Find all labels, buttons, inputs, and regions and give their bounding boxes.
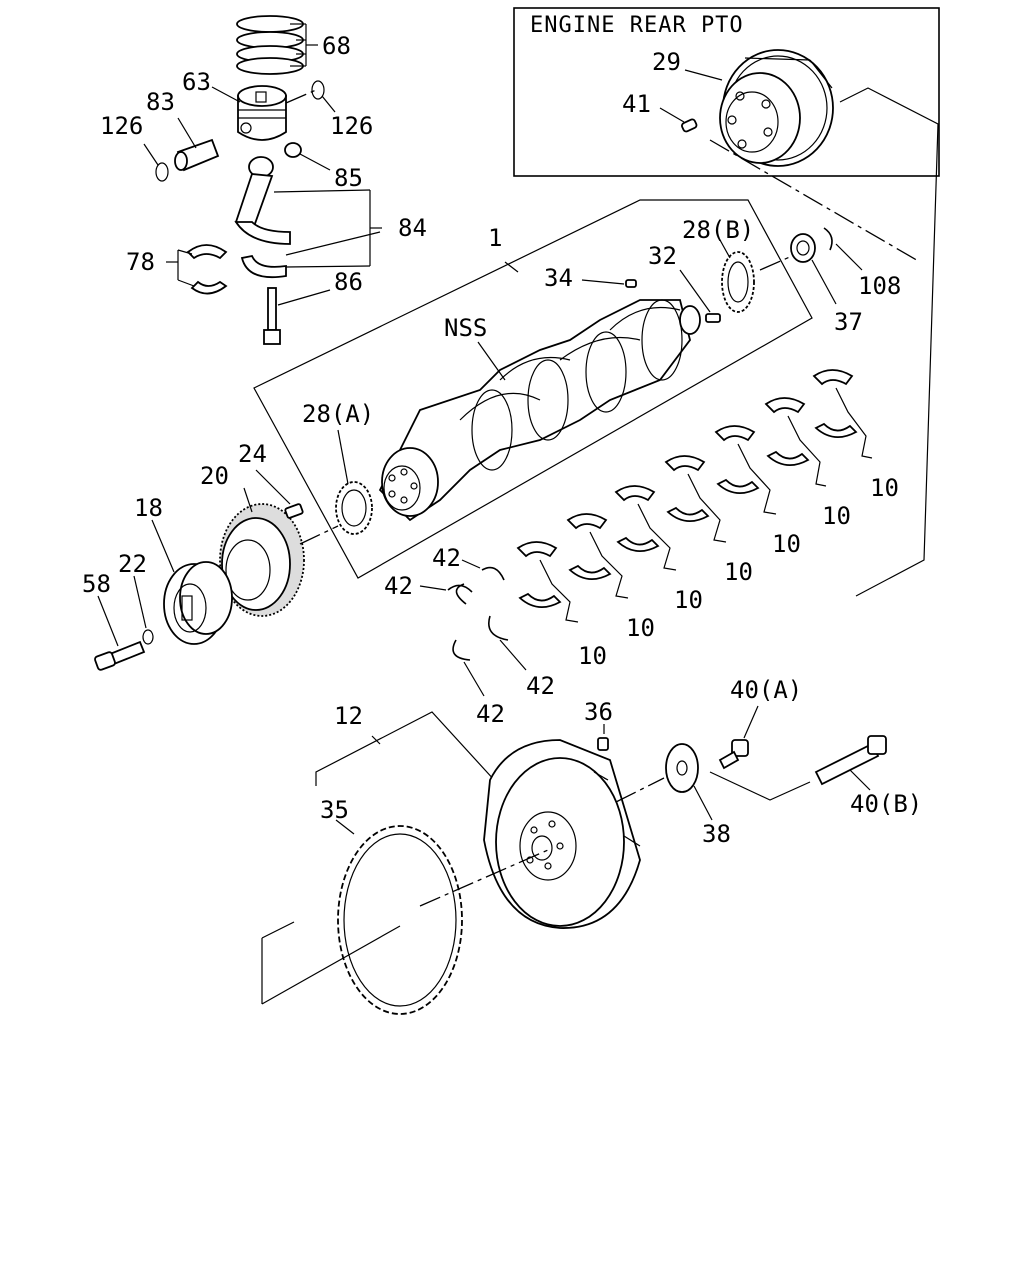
main-bearing-4	[664, 455, 727, 543]
label-84: 84	[398, 214, 427, 242]
crank-pin-34	[581, 279, 637, 288]
piston	[211, 85, 317, 141]
label-20: 20	[200, 462, 229, 490]
piston-rings	[236, 15, 318, 75]
main-bearing-3	[614, 485, 677, 571]
rod-bearings	[166, 244, 228, 295]
pto-bolt	[681, 118, 698, 133]
label-68: 68	[322, 32, 351, 60]
thrust-washers	[419, 559, 527, 697]
crankshaft	[378, 299, 701, 522]
label-10-c: 10	[674, 586, 703, 614]
label-42-d: 42	[476, 700, 505, 728]
pin-bushing	[284, 142, 331, 171]
label-40b: 40(B)	[850, 790, 922, 818]
label-28a: 28(A)	[302, 400, 374, 428]
flywheel-bolt-long	[814, 735, 887, 791]
crank-gear-front	[335, 429, 373, 535]
crank-gear-rear	[719, 239, 755, 313]
damper-pulley	[219, 487, 339, 617]
rear-bearing	[759, 233, 837, 305]
label-28b: 28(B)	[682, 216, 754, 244]
label-58: 58	[82, 570, 111, 598]
label-126-left: 126	[100, 112, 143, 140]
main-bearing-5	[714, 425, 777, 515]
connecting-rod	[234, 156, 382, 279]
label-1: 1	[488, 224, 502, 252]
label-42-c: 42	[526, 672, 555, 700]
engine-rear-pto-inset: ENGINE REAR PTO	[513, 7, 940, 177]
label-10-g: 10	[870, 474, 899, 502]
bolt-leader	[709, 771, 811, 801]
label-32: 32	[648, 242, 677, 270]
label-18: 18	[134, 494, 163, 522]
part-labels: 68 63 83 126 126 85 84 78 86 1 34 32 28(…	[82, 32, 922, 848]
label-63: 63	[182, 68, 211, 96]
pulley-bolt	[255, 469, 304, 519]
flywheel-axis	[419, 849, 549, 907]
ring-gear-leader	[261, 925, 401, 1005]
label-34: 34	[544, 264, 573, 292]
label-85: 85	[334, 164, 363, 192]
main-bearing-1	[516, 541, 579, 623]
crank-key	[679, 269, 721, 323]
label-10-b: 10	[626, 614, 655, 642]
label-nss: NSS	[444, 314, 487, 342]
rear-snap-ring	[823, 227, 863, 271]
rod-bolt	[263, 287, 331, 345]
snap-ring-right	[311, 80, 336, 113]
label-10-d: 10	[724, 558, 753, 586]
label-42-b: 42	[384, 572, 413, 600]
crankshaft-group	[253, 199, 813, 579]
flywheel-group-leader	[315, 711, 497, 786]
flywheel-dowel	[597, 724, 609, 751]
crankshaft-group-frame	[253, 199, 813, 579]
pto-gear	[719, 49, 834, 167]
main-bearing-2	[566, 513, 629, 599]
label-10-a: 10	[578, 642, 607, 670]
label-126-right: 126	[330, 112, 373, 140]
label-12: 12	[334, 702, 363, 730]
label-24: 24	[238, 440, 267, 468]
label-83: 83	[146, 88, 175, 116]
pto-axis-line	[709, 139, 921, 263]
label-86: 86	[334, 268, 363, 296]
inset-title: ENGINE REAR PTO	[530, 13, 744, 38]
label-40a: 40(A)	[730, 676, 802, 704]
label-41: 41	[622, 90, 651, 118]
label-42-a: 42	[432, 544, 461, 572]
main-bearing-6	[764, 397, 827, 487]
label-22: 22	[118, 550, 147, 578]
label-37: 37	[834, 308, 863, 336]
label-78: 78	[126, 248, 155, 276]
label-10-e: 10	[772, 530, 801, 558]
label-38: 38	[702, 820, 731, 848]
crank-pulley-hub	[151, 519, 233, 645]
ring-gear	[335, 819, 463, 1015]
flywheel	[483, 739, 641, 929]
flywheel-plate	[665, 743, 713, 821]
pulley-washer	[133, 575, 154, 645]
inset-frame	[513, 7, 940, 177]
pto-leader	[839, 87, 939, 597]
label-35: 35	[320, 796, 349, 824]
front-bolt	[94, 595, 146, 671]
label-108: 108	[858, 272, 901, 300]
main-bearings	[516, 369, 873, 623]
piston-pin	[174, 117, 220, 172]
label-29: 29	[652, 48, 681, 76]
snap-ring-left	[143, 143, 169, 182]
label-36: 36	[584, 698, 613, 726]
main-bearing-7	[812, 369, 873, 459]
label-10-f: 10	[822, 502, 851, 530]
flywheel-bolt-short	[718, 705, 759, 770]
